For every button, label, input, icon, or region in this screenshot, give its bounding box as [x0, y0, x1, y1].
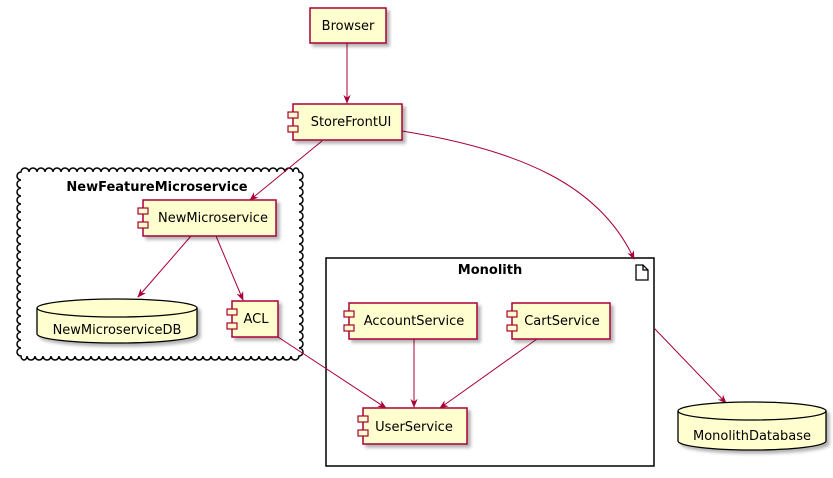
cart-service-label: CartService	[524, 314, 600, 329]
edge-cart-userservice	[439, 338, 538, 409]
new-microservice-label: NewMicroservice	[158, 211, 268, 226]
new-microservice-db-label: NewMicroserviceDB	[53, 323, 182, 338]
edge-acl-userservice	[277, 336, 387, 409]
monolith-database: MonolithDatabase	[677, 401, 827, 451]
account-service-component: AccountService	[343, 302, 478, 340]
file-icon	[635, 264, 649, 281]
edge-newmicroservice-db	[137, 235, 192, 298]
edge-newmicroservice-acl	[215, 235, 244, 301]
browser-label: Browser	[322, 19, 375, 34]
edges	[137, 43, 727, 409]
new-feature-microservice-title: NewFeatureMicroservice	[66, 180, 247, 195]
new-microservice-component: NewMicroservice	[137, 199, 277, 237]
cart-service-component: CartService	[506, 302, 611, 340]
monolith-title: Monolith	[458, 263, 522, 278]
edge-storefront-monolith	[401, 130, 635, 260]
user-service-label: UserService	[375, 420, 453, 435]
acl-component: ACL	[226, 300, 279, 338]
storefront-ui-label: StoreFrontUI	[311, 115, 392, 130]
edge-storefront-newmicroservice	[249, 140, 323, 201]
account-service-label: AccountService	[364, 314, 465, 329]
storefront-ui-component: StoreFrontUI	[287, 103, 403, 141]
acl-label: ACL	[244, 312, 270, 327]
edge-monolith-database	[653, 327, 727, 404]
browser-node: Browser	[309, 7, 387, 44]
monolith-database-label: MonolithDatabase	[693, 429, 811, 444]
user-service-component: UserService	[357, 407, 468, 445]
new-microservice-db: NewMicroserviceDB	[36, 298, 198, 344]
